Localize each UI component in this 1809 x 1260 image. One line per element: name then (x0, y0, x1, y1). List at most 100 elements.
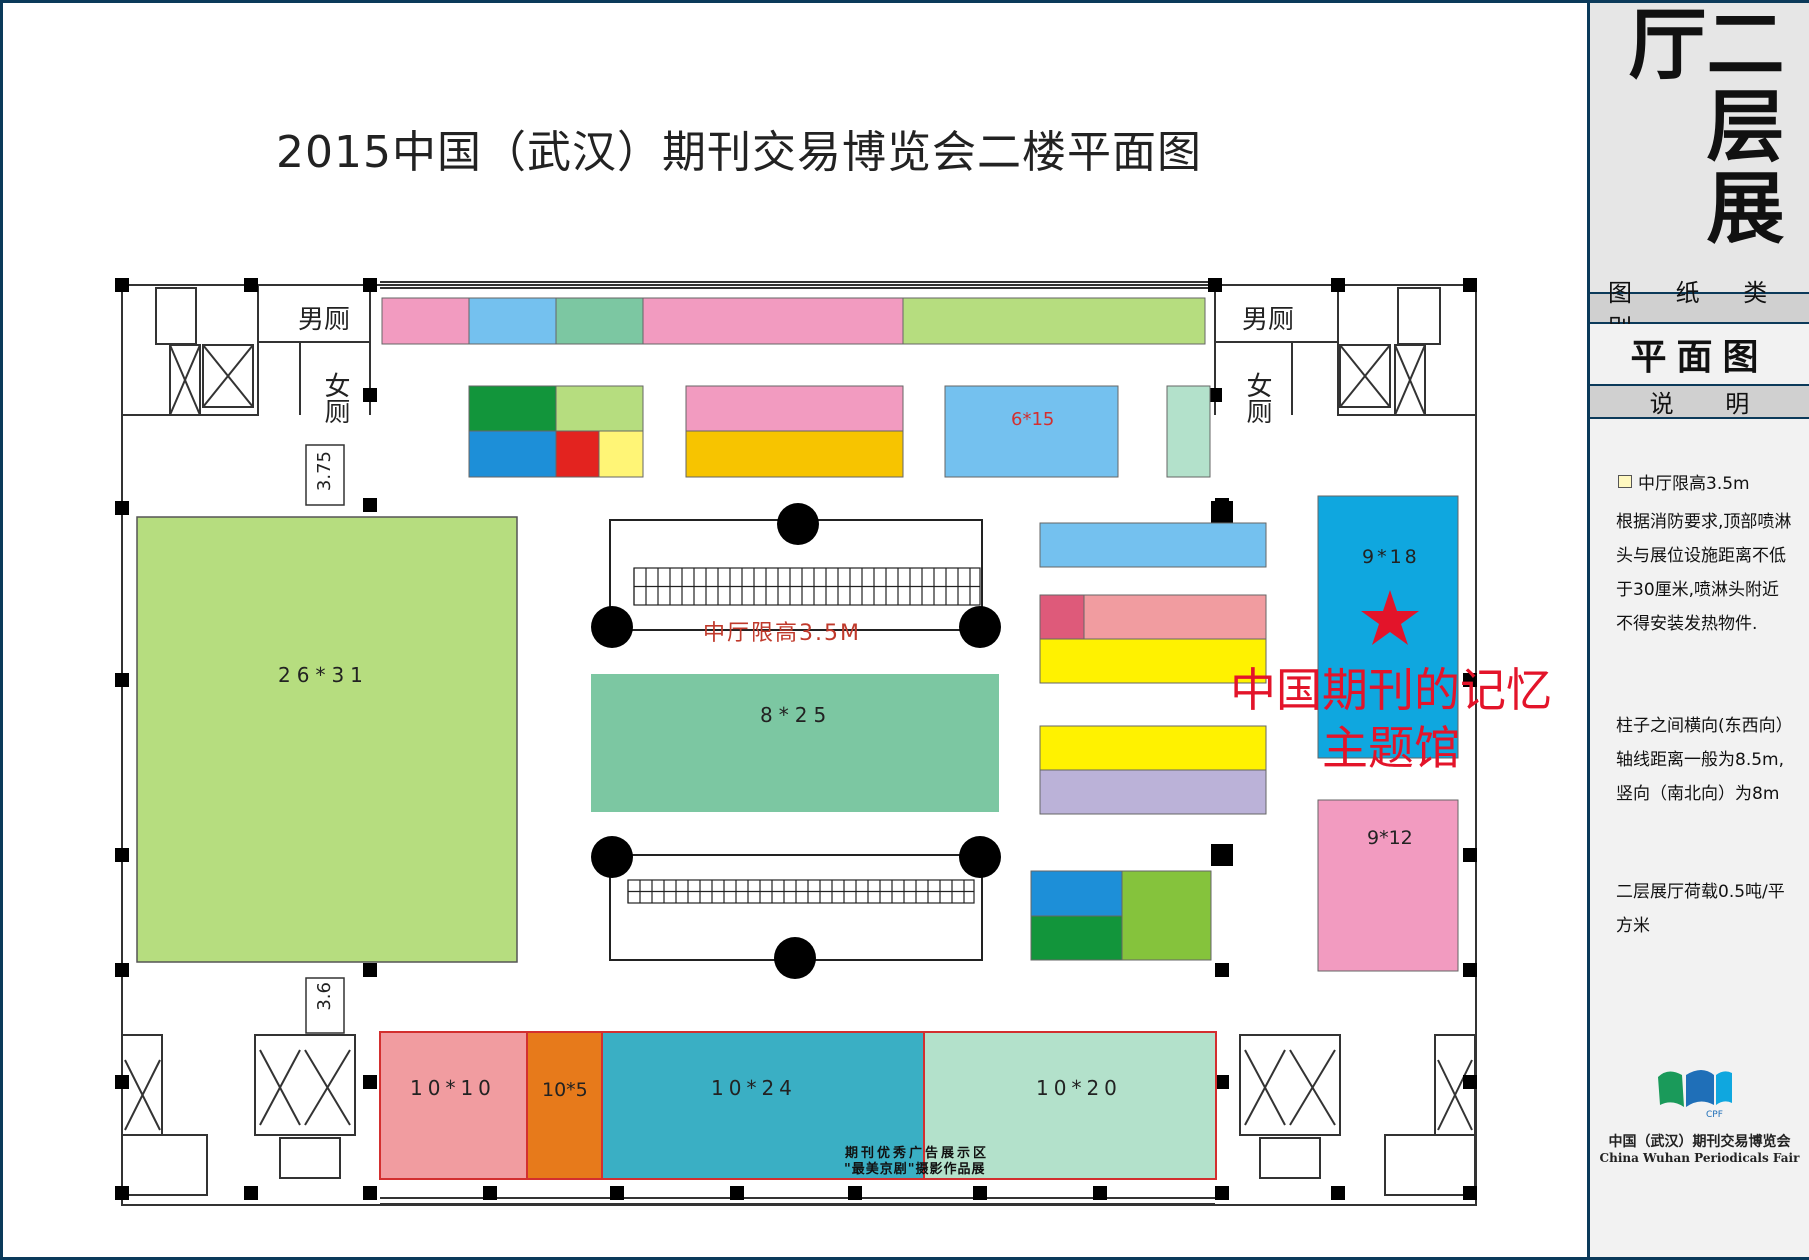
booth-top-4 (642, 297, 904, 345)
pillar (115, 848, 129, 862)
booth-top-1 (381, 297, 470, 345)
pillar-large (1211, 844, 1233, 866)
pillar (1208, 278, 1222, 292)
booth-10x5 (526, 1031, 603, 1180)
booth-10x10 (379, 1031, 528, 1180)
theme-pavilion-line-2: 主题馆 (1322, 721, 1460, 775)
pillar (115, 278, 129, 292)
booth-label-26x31: 26*31 (278, 663, 369, 687)
pillar (244, 278, 258, 292)
pillar (363, 278, 377, 292)
theme-pavilion-line-1: 中国期刊的记忆 (1230, 663, 1552, 717)
booth-10x20 (923, 1031, 1217, 1180)
booth-26x31 (136, 516, 518, 963)
pillar-large (1211, 501, 1233, 523)
info-panel: 二层展厅 图 纸 类 别 平面图 说 明 中厅限高3.5m 根据消防要求,顶部喷… (1587, 3, 1809, 1257)
fair-logo: CPF 中国（武汉）期刊交易博览会 China Wuhan Periodical… (1590, 1019, 1809, 1257)
page-title: 2015中国（武汉）期刊交易博览会二楼平面图 (276, 127, 1202, 178)
pillar (363, 1186, 377, 1200)
booth-row-bottom (379, 1031, 1217, 1180)
booth-label-10x10: 10*10 (410, 1076, 496, 1100)
pillar (1331, 1186, 1345, 1200)
booth-label-10x5: 10*5 (542, 1079, 588, 1101)
stairwell-bottom-left (121, 1034, 356, 1196)
dimension-top: 3.75 (314, 451, 335, 492)
description-label: 说 明 (1590, 386, 1809, 419)
pillar (115, 501, 129, 515)
pillar (244, 1186, 258, 1200)
restroom-men-right: 男厕 (1242, 305, 1295, 335)
escalator-lower (591, 836, 1001, 979)
booth-small-mint (1166, 385, 1211, 478)
pillar (115, 673, 129, 687)
booth-cluster-a (468, 385, 644, 478)
pillar (1093, 1186, 1107, 1200)
pillar (1463, 1186, 1477, 1200)
escalator-lower-steps (627, 879, 975, 904)
svg-text:CPF: CPF (1706, 1110, 1723, 1120)
booth-10x24 (601, 1031, 925, 1180)
drawing-category-label: 图 纸 类 别 (1590, 279, 1809, 342)
pillar (848, 1186, 862, 1200)
booth-label-9x12: 9*12 (1367, 827, 1413, 849)
stairwell-top-right (1337, 284, 1477, 416)
photo-exhibit-caption: "最美京剧"摄影作品展 (844, 1162, 986, 1177)
restroom-women-left: 女厕 (320, 372, 350, 424)
logo-chinese-name: 中国（武汉）期刊交易博览会 (1608, 1134, 1791, 1150)
note-floor-load: 二层展厅荷载0.5吨/平方米 (1616, 882, 1785, 936)
restroom-men-left: 男厕 (298, 305, 351, 335)
atrium-height-note: 中厅限高3.5M (703, 621, 861, 646)
pillar (973, 1186, 987, 1200)
stairwell-top-left (121, 284, 259, 416)
pillar (363, 963, 377, 977)
booth-top-3 (555, 297, 644, 345)
pillar (730, 1186, 744, 1200)
pillar (363, 498, 377, 512)
drawing-type: 平面图 (1590, 324, 1809, 386)
floor-name: 二层展厅 (1590, 3, 1809, 292)
pillar (1463, 963, 1477, 977)
pillar (483, 1186, 497, 1200)
pillar (610, 1186, 624, 1200)
legend-item: 中厅限高3.5m (1618, 469, 1750, 494)
pillar (363, 388, 377, 402)
floor-name-text: 二层展厅 (1615, 3, 1784, 249)
booth-6x15 (944, 385, 1119, 478)
logo-english-name: China Wuhan Periodicals Fair (1599, 1151, 1800, 1165)
pillar (1215, 1075, 1229, 1089)
booth-label-6x15: 6*15 (1011, 409, 1055, 430)
pillar (1463, 1075, 1477, 1089)
stairwell-bottom-right (1239, 1034, 1476, 1196)
pillar (115, 1186, 129, 1200)
pillar (1215, 1186, 1229, 1200)
ad-zone-caption: 期刊优秀广告展示区 (845, 1146, 990, 1161)
pillar (115, 963, 129, 977)
notes-section: 中厅限高3.5m 根据消防要求,顶部喷淋头与展位设施距离不低于30厘米,喷淋头附… (1590, 419, 1809, 1021)
pillar (1331, 278, 1345, 292)
booth-top-5 (902, 297, 1206, 345)
escalator-upper (591, 503, 1001, 648)
booth-cluster-b (685, 385, 904, 478)
building-walls (121, 281, 1477, 1206)
note-pillar-spacing: 柱子之间横向(东西向）轴线距离一般为8.5m,竖向（南北向）为8m (1616, 716, 1793, 804)
pillar (363, 1075, 377, 1089)
note-fire-safety: 根据消防要求,顶部喷淋头与展位设施距离不低于30厘米,喷淋头附近不得安装发热物件… (1616, 512, 1792, 634)
pillar (1463, 673, 1477, 687)
dimension-bottom: 3.6 (314, 982, 335, 1011)
pillar (115, 1075, 129, 1089)
cpf-logo-icon: CPF (1658, 1070, 1732, 1120)
legend-swatch-icon (1618, 475, 1632, 488)
dimension-lines (305, 444, 345, 1034)
theme-pavilion-star-icon (1361, 590, 1419, 645)
booth-label-9x18: 9*18 (1362, 546, 1420, 568)
booth-label-10x24: 10*24 (711, 1076, 797, 1100)
pillar (1208, 388, 1222, 402)
legend-text: 中厅限高3.5m (1638, 474, 1750, 494)
pillar (1463, 848, 1477, 862)
booth-row-top (381, 297, 1206, 345)
booth-8x25 (591, 674, 999, 812)
booth-label-10x20: 10*20 (1036, 1076, 1122, 1100)
escalator-upper-steps (633, 567, 981, 606)
restroom-women-right: 女厕 (1242, 372, 1272, 424)
